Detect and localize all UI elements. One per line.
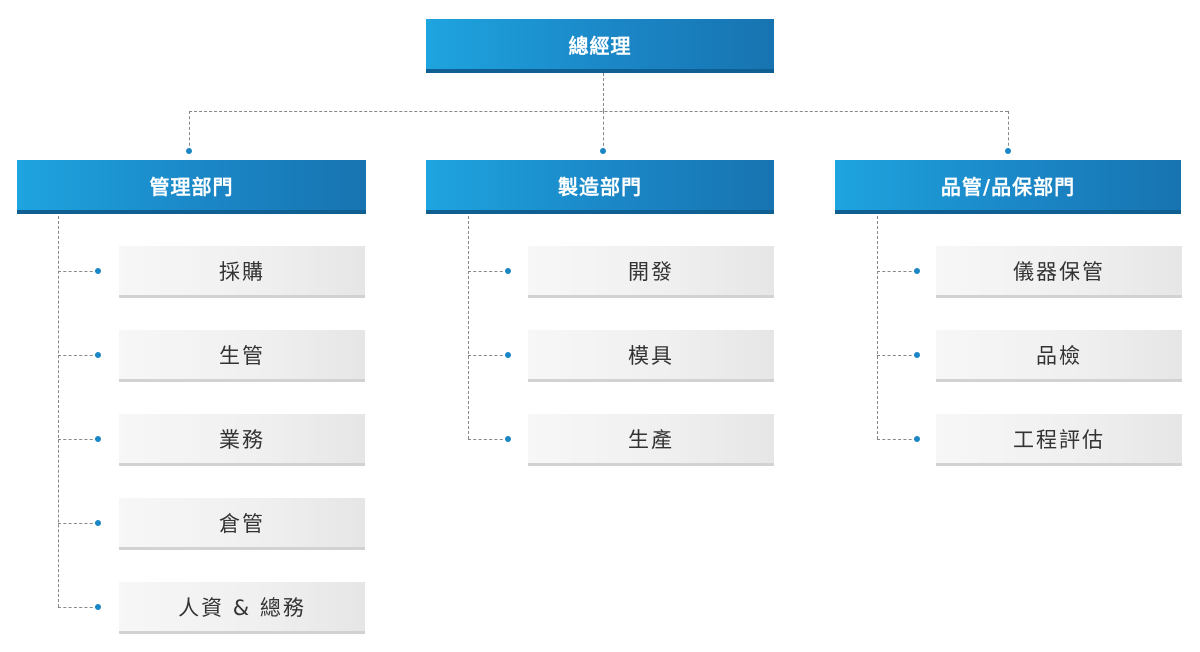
- org-unit-production: 生產: [528, 414, 774, 466]
- connector-root-down: [603, 73, 604, 111]
- connector-dot: [95, 604, 101, 610]
- org-unit-label: 倉管: [219, 511, 265, 536]
- connector-mfg-item-2: [468, 355, 508, 356]
- connector-dot: [95, 352, 101, 358]
- connector-mfg-item-1: [468, 271, 508, 272]
- root-node-label: 總經理: [568, 33, 632, 58]
- org-unit-label: 採購: [219, 259, 265, 284]
- connector-dot: [505, 352, 511, 358]
- org-unit-development: 開發: [528, 246, 774, 298]
- connector-dept-2: [603, 111, 604, 151]
- connector-qa-item-2: [877, 355, 917, 356]
- root-node-general-manager: 總經理: [426, 19, 774, 73]
- connector-dot: [914, 436, 920, 442]
- org-unit-mold: 模具: [528, 330, 774, 382]
- org-unit-instrument-custody: 儀器保管: [936, 246, 1182, 298]
- connector-dot-dept-3: [1005, 148, 1011, 154]
- connector-dot: [505, 268, 511, 274]
- connector-dot-dept-2: [600, 148, 606, 154]
- connector-mfg-item-3: [468, 439, 508, 440]
- org-unit-label: 業務: [219, 427, 265, 452]
- connector-qa-item-1: [877, 271, 917, 272]
- org-unit-label: 品檢: [1036, 343, 1082, 368]
- org-unit-label: 開發: [628, 259, 674, 284]
- connector-mgmt-item-3: [58, 439, 98, 440]
- org-unit-warehouse: 倉管: [119, 498, 365, 550]
- org-unit-label: 人資 & 總務: [178, 595, 306, 620]
- dept-node-management: 管理部門: [17, 160, 366, 214]
- connector-mgmt-item-4: [58, 523, 98, 524]
- connector-dot: [914, 352, 920, 358]
- connector-dept-3: [1008, 111, 1009, 151]
- org-unit-label: 模具: [628, 343, 674, 368]
- org-unit-engineering-evaluation: 工程評估: [936, 414, 1182, 466]
- connector-mgmt-trunk: [58, 216, 59, 607]
- connector-mfg-trunk: [468, 216, 469, 439]
- org-unit-label: 生管: [219, 343, 265, 368]
- org-unit-label: 工程評估: [1013, 427, 1105, 452]
- connector-dot: [505, 436, 511, 442]
- connector-dot-dept-1: [186, 148, 192, 154]
- connector-mgmt-item-2: [58, 355, 98, 356]
- connector-mgmt-item-1: [58, 271, 98, 272]
- dept-node-manufacturing: 製造部門: [426, 160, 774, 214]
- org-unit-label: 生產: [628, 427, 674, 452]
- connector-dot: [95, 268, 101, 274]
- connector-dept-1: [189, 111, 190, 151]
- connector-qa-item-3: [877, 439, 917, 440]
- org-unit-procurement: 採購: [119, 246, 365, 298]
- org-unit-inspection: 品檢: [936, 330, 1182, 382]
- connector-branch: [189, 111, 1008, 112]
- dept-node-quality: 品管/品保部門: [835, 160, 1181, 214]
- connector-dot: [95, 520, 101, 526]
- dept-node-label: 製造部門: [558, 174, 642, 199]
- dept-node-label: 管理部門: [149, 174, 234, 199]
- org-unit-label: 儀器保管: [1013, 259, 1105, 284]
- connector-dot: [95, 436, 101, 442]
- org-unit-hr-general-affairs: 人資 & 總務: [119, 582, 365, 634]
- connector-mgmt-item-5: [58, 607, 98, 608]
- org-unit-production-control: 生管: [119, 330, 365, 382]
- connector-dot: [914, 268, 920, 274]
- org-unit-sales: 業務: [119, 414, 365, 466]
- dept-node-label: 品管/品保部門: [940, 174, 1076, 199]
- connector-qa-trunk: [877, 216, 878, 439]
